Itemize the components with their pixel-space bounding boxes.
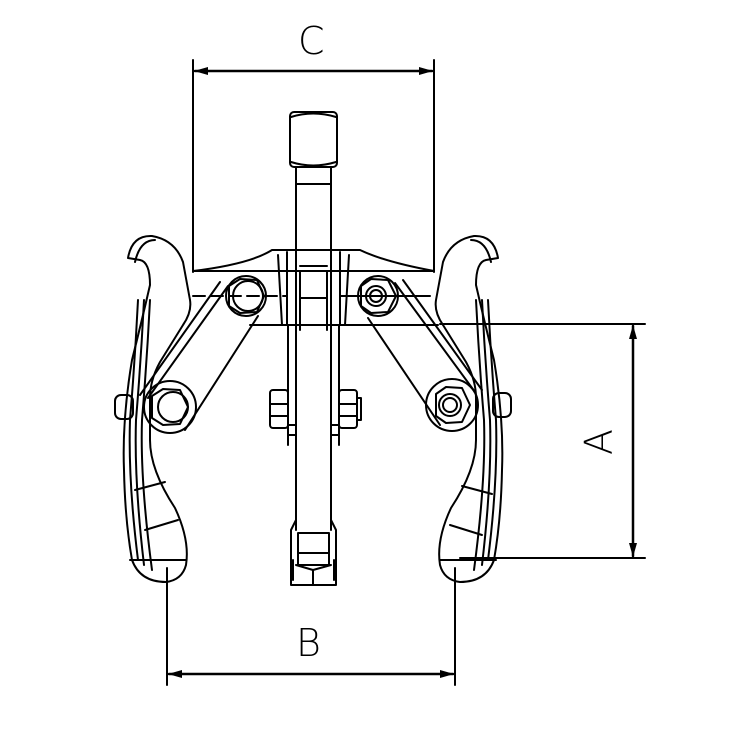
- center-nuts: [269, 389, 362, 436]
- dimension-b: [166, 567, 456, 686]
- forcing-screw: [295, 183, 332, 531]
- dimension-label-a: A: [577, 429, 621, 455]
- screw-tip: [290, 519, 337, 586]
- lower-right-nut: [425, 378, 479, 432]
- left-jaw: [114, 234, 192, 583]
- right-jaw: [434, 234, 512, 583]
- dimension-a: [439, 323, 646, 559]
- dimension-c: [192, 59, 435, 273]
- yoke: [192, 249, 439, 446]
- upper-right-nut: [357, 275, 399, 317]
- upper-left-bolt: [225, 275, 267, 317]
- right-link-arm: [367, 279, 483, 426]
- screw-head: [289, 111, 338, 185]
- dimension-label-c: C: [298, 19, 325, 63]
- dimension-label-b: B: [296, 621, 321, 665]
- lower-left-bolt: [143, 380, 197, 434]
